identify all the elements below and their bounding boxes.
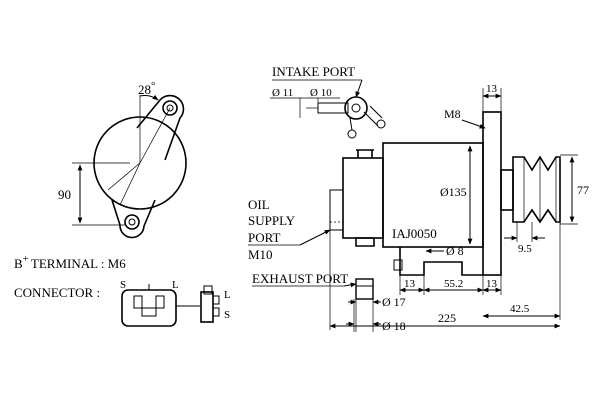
height-90-label: 90 [58,187,71,202]
part-number-label: IAJ0050 [392,226,437,241]
exhaust-port-label: EXHAUST PORT [252,271,348,286]
connector-side [200,291,214,323]
rear-housing [342,157,384,239]
side-view: INTAKE PORT Ø 11 Ø 10 M8 13 Ø135 IAJ0050… [248,64,589,333]
intake-d10-label: Ø 10 [310,87,332,99]
width-9-5-label: 9.5 [518,243,532,255]
bottom-13-a-label: 13 [404,278,416,290]
svg-text:M10: M10 [248,247,273,262]
m8-label: M8 [444,107,461,121]
top-13-label: 13 [486,83,498,95]
svg-text:OIL: OIL [248,197,270,212]
bottom-13-b-label: 13 [486,278,498,290]
diameter-8-label: Ø 8 [446,244,464,258]
diameter-18-label: Ø 18 [382,319,406,333]
oil-supply-port [329,189,344,231]
bottom-mount-hole [124,214,140,230]
angle-dimension: 28° [138,80,155,97]
oil-supply-port-label: OIL SUPPLY PORT M10 [248,197,331,262]
front-flange [482,111,502,276]
intake-port-label: INTAKE PORT [272,64,355,79]
connector-drawing: S L L S [120,279,231,327]
width-225-label: 225 [438,311,456,325]
width-55-2-label: 55.2 [444,278,463,290]
connector-l-top: L [172,279,179,291]
exhaust-port-fitting [353,278,374,332]
terminal-info: B+TERMINAL : M6 CONNECTOR : [14,253,126,300]
diameter-135-label: Ø135 [440,185,467,199]
height-77-label: 77 [577,183,589,197]
intake-d11-label: Ø 11 [272,87,293,99]
connector-s-right: S [224,309,230,321]
svg-text:PORT: PORT [248,230,281,245]
front-view: 28° 90 [58,80,187,239]
connector-s-left: S [120,279,126,291]
top-mount-hole [162,100,178,116]
b-terminal-label: B+TERMINAL : M6 [14,253,126,271]
width-42-5-label: 42.5 [510,303,530,315]
diameter-17-label: Ø 17 [382,295,406,309]
connector-l-right: L [224,289,231,301]
pulley [512,155,561,224]
svg-text:SUPPLY: SUPPLY [248,213,296,228]
connector-label: CONNECTOR : [14,285,100,300]
